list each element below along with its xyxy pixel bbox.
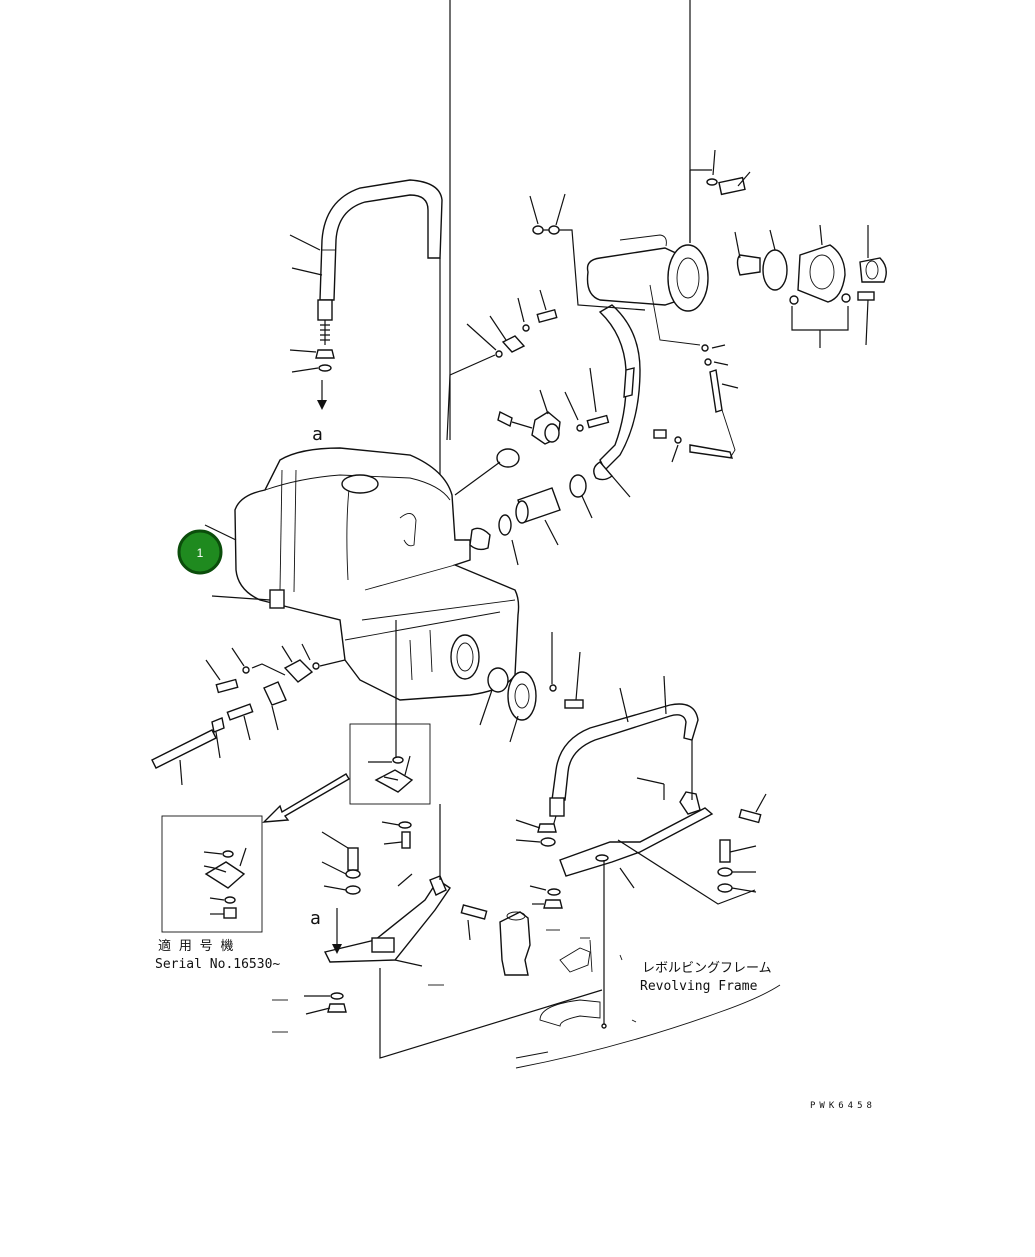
level-sensor	[446, 0, 610, 445]
fitting-cluster	[489, 289, 558, 353]
serial-note-english: Serial No.16530~	[155, 957, 280, 972]
callout-1-number: 1	[197, 546, 204, 560]
hose-clamps	[454, 448, 631, 566]
frame-label-japanese: レボルビングフレーム	[642, 961, 772, 976]
filler-neck-assembly	[586, 0, 887, 481]
callout-1[interactable]: 1	[177, 529, 223, 575]
frame-label-english: Revolving Frame	[640, 979, 758, 994]
breather-hose	[623, 344, 739, 463]
drawing-code: PWK6458	[810, 1101, 876, 1111]
revolving-frame	[499, 911, 781, 1069]
lower-tank-strap	[515, 675, 767, 1029]
inspection-cover	[479, 632, 584, 743]
lower-left-bracket	[272, 804, 603, 1059]
detail-box-serial	[161, 815, 263, 933]
drain-valve	[151, 643, 346, 786]
upper-tank-strap	[289, 179, 443, 480]
fuel-tank	[204, 447, 520, 701]
view-marker-upper: a	[312, 424, 323, 445]
detail-arrow	[262, 773, 350, 823]
view-marker-lower: a	[310, 908, 321, 929]
serial-note-japanese: 適 用 号 機	[158, 938, 233, 954]
detail-box-upper	[349, 620, 431, 805]
